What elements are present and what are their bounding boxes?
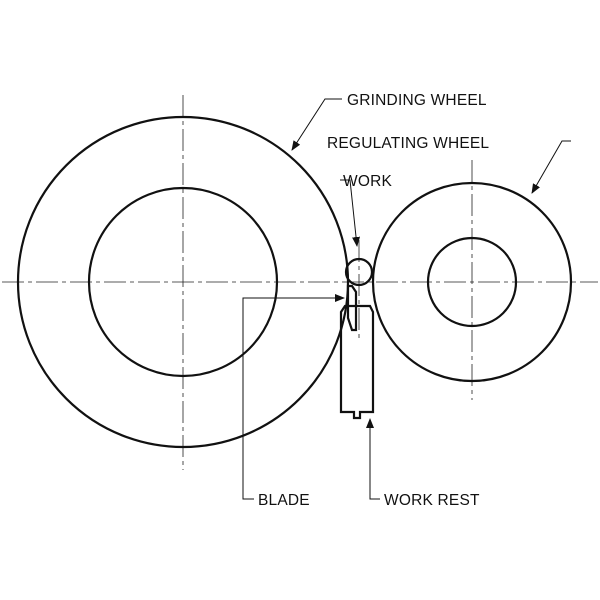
work-rest-leader — [366, 418, 380, 500]
grinding-wheel-leader — [291, 98, 342, 151]
center-lines — [2, 95, 598, 470]
regulating-wheel-inner — [426, 236, 518, 328]
label-blade: BLADE — [258, 492, 310, 509]
label-grinding-wheel: GRINDING WHEEL — [347, 92, 487, 109]
work-leader — [340, 179, 361, 247]
label-work-rest: WORK REST — [384, 492, 480, 509]
grinding-wheel-outer — [16, 115, 350, 449]
regulating-wheel-outer — [371, 181, 573, 383]
grinding-wheel-inner — [87, 186, 279, 378]
regulating-wheel — [371, 181, 573, 383]
grinding-wheel — [16, 115, 350, 449]
blade — [346, 284, 358, 332]
work-piece — [344, 257, 374, 287]
work-rest — [339, 304, 375, 420]
label-regulating-wheel: REGULATING WHEEL — [327, 135, 489, 152]
blade-leader — [242, 294, 345, 500]
label-work: WORK — [343, 173, 392, 190]
regulating-wheel-leader — [531, 140, 571, 194]
